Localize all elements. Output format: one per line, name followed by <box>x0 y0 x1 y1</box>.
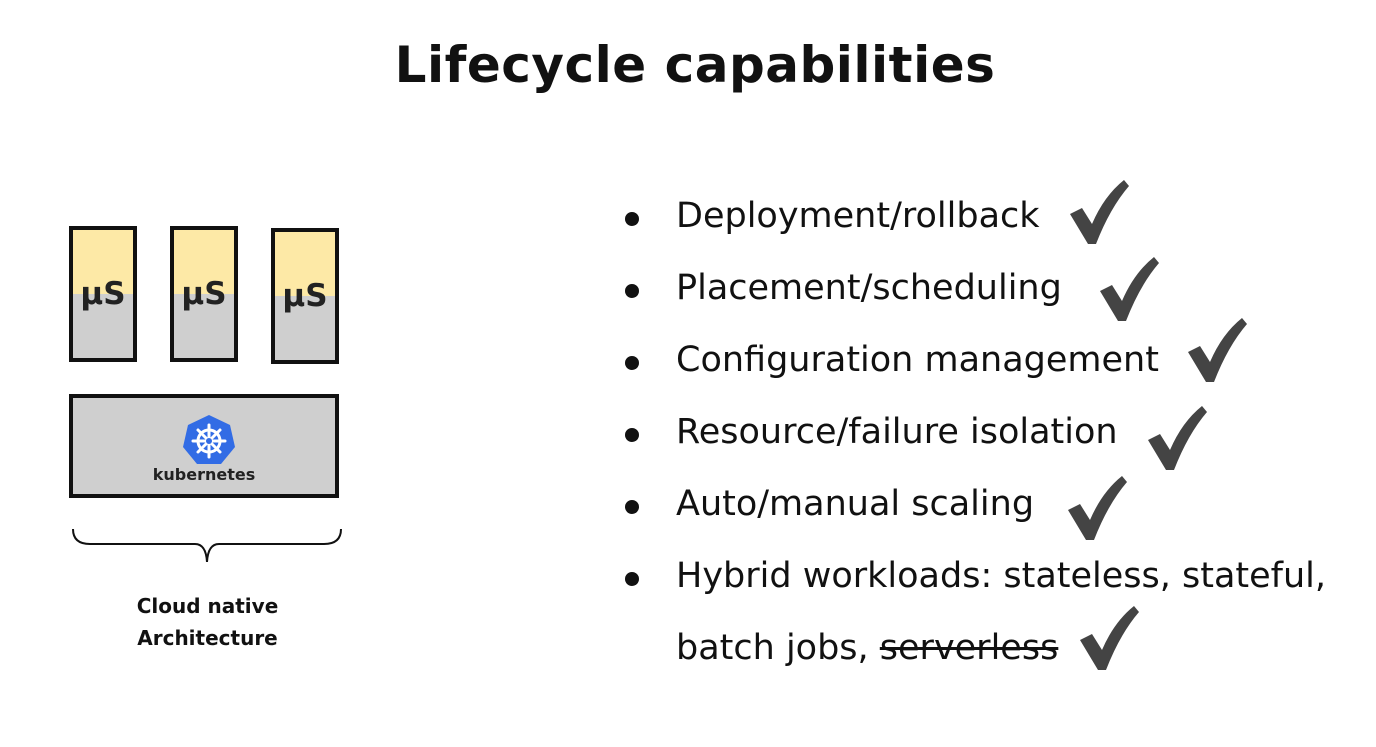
checkmark-icon <box>1080 606 1139 670</box>
capability-item: Deployment/rollback <box>676 196 1040 236</box>
capability-item: Resource/failure isolation <box>676 412 1118 452</box>
microservice-label: µS <box>181 276 227 312</box>
microservice-box: µS <box>271 228 339 364</box>
bullet-icon <box>625 212 639 226</box>
capability-item: Auto/manual scaling <box>676 484 1035 524</box>
bullet-icon <box>625 428 639 442</box>
architecture-caption: Cloud native Architecture <box>80 590 335 654</box>
checkmark-icon <box>1100 257 1159 321</box>
capability-item: Configuration management <box>676 340 1159 380</box>
checkmark-icon <box>1070 180 1129 244</box>
microservice-label: µS <box>282 278 328 314</box>
kubernetes-platform-box: kubernetes <box>69 394 339 498</box>
checkmark-icon <box>1068 476 1127 540</box>
capability-item: Placement/scheduling <box>676 268 1062 308</box>
slide-title: Lifecycle capabilities <box>394 36 996 94</box>
microservice-box: µS <box>170 226 238 362</box>
caption-line: Architecture <box>137 626 278 650</box>
checkmark-icon <box>1188 318 1247 382</box>
capability-text: batch jobs, <box>676 628 880 668</box>
kubernetes-logo-icon <box>183 415 235 464</box>
checkmark-icon <box>1148 406 1207 470</box>
capability-item-continued: batch jobs, serverless <box>676 628 1058 668</box>
bullet-icon <box>625 572 639 586</box>
microservice-box: µS <box>69 226 137 362</box>
bullet-icon <box>625 284 639 298</box>
kubernetes-label: kubernetes <box>152 465 256 484</box>
bullet-icon <box>625 356 639 370</box>
curly-brace-icon <box>72 528 342 563</box>
bullet-icon <box>625 500 639 514</box>
struck-through-text: serverless <box>879 628 1059 668</box>
microservice-label: µS <box>80 276 126 312</box>
capability-item: Hybrid workloads: stateless, stateful, <box>676 556 1327 596</box>
caption-line: Cloud native <box>136 594 279 618</box>
